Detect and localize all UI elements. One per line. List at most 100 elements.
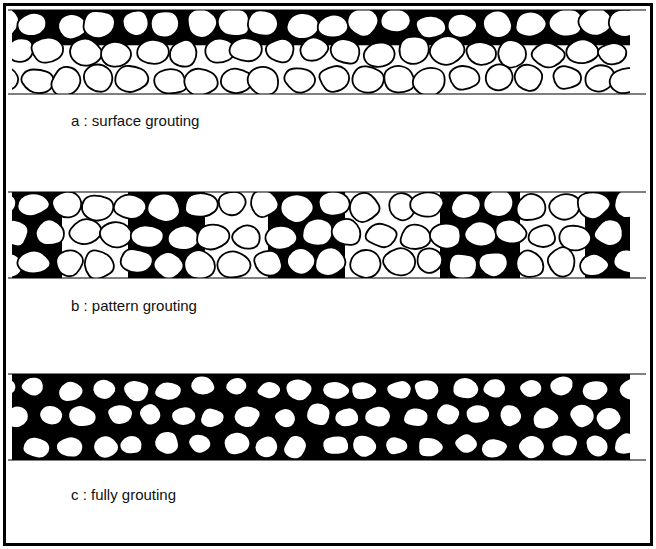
- stone: [500, 404, 522, 427]
- stone: [100, 222, 132, 247]
- stone: [347, 10, 378, 37]
- stone: [185, 193, 218, 217]
- stone: [248, 67, 278, 94]
- stone: [218, 10, 250, 36]
- stone: [287, 13, 319, 39]
- stone: [609, 10, 630, 37]
- stone: [483, 378, 506, 398]
- stone: [467, 42, 496, 65]
- stone: [265, 226, 297, 250]
- stone: [610, 68, 630, 93]
- stone: [383, 248, 415, 275]
- stone: [171, 406, 196, 425]
- stone: [553, 66, 581, 89]
- stone: [12, 193, 16, 216]
- stone: [224, 432, 251, 455]
- stone: [580, 254, 609, 276]
- stone: [154, 431, 179, 455]
- stone: [351, 381, 377, 400]
- stone: [464, 221, 496, 246]
- stone: [85, 250, 114, 278]
- stone: [300, 37, 328, 60]
- stone: [418, 248, 443, 272]
- stone: [319, 192, 350, 216]
- stone: [151, 11, 179, 37]
- stone: [486, 64, 513, 90]
- stone: [170, 40, 196, 67]
- stone: [251, 192, 278, 217]
- stone: [23, 437, 51, 459]
- stone: [410, 192, 443, 216]
- stone: [283, 435, 307, 459]
- stone: [188, 434, 211, 454]
- stone: [139, 403, 161, 425]
- stone: [17, 13, 46, 36]
- stone: [596, 407, 622, 430]
- stone: [481, 438, 508, 458]
- stone: [306, 403, 330, 426]
- stone: [51, 67, 80, 94]
- stone: [551, 435, 578, 457]
- stone-layer: [12, 374, 630, 460]
- stone: [479, 252, 508, 277]
- stone: [58, 381, 83, 402]
- stone: [188, 10, 217, 38]
- stone: [483, 11, 512, 38]
- stone: [230, 38, 262, 61]
- stone: [83, 11, 114, 38]
- stone: [184, 250, 215, 278]
- stone: [287, 248, 315, 274]
- stone: [248, 10, 278, 35]
- stone: [12, 66, 18, 90]
- stone: [401, 225, 431, 249]
- stone: [519, 379, 542, 398]
- stone: [68, 405, 96, 427]
- stone: [121, 249, 153, 273]
- layer-boundary: [8, 93, 646, 94]
- stone: [266, 39, 294, 63]
- stone: [614, 432, 630, 454]
- stone: [255, 435, 279, 458]
- stone: [319, 66, 349, 92]
- stone: [548, 247, 575, 276]
- stone: [69, 219, 101, 244]
- stone: [352, 435, 377, 458]
- stone: [17, 251, 50, 274]
- stone: [331, 39, 360, 64]
- stone: [517, 194, 546, 220]
- stone: [418, 437, 444, 457]
- stone: [566, 39, 598, 63]
- stone: [154, 382, 181, 401]
- stone: [52, 192, 81, 217]
- stone: [416, 16, 446, 38]
- stone: [533, 407, 560, 430]
- stone: [495, 220, 526, 244]
- stone: [598, 43, 626, 64]
- stone: [352, 66, 383, 92]
- stone: [549, 10, 583, 36]
- stone: [384, 66, 414, 92]
- stone: [381, 10, 411, 32]
- stone: [594, 219, 623, 246]
- stone: [350, 193, 380, 222]
- stone: [225, 377, 247, 395]
- stone: [56, 250, 83, 276]
- stone: [318, 15, 349, 38]
- stone: [120, 435, 143, 454]
- stone: [430, 224, 461, 249]
- stone: [586, 435, 609, 458]
- stone: [115, 66, 148, 92]
- stone: [302, 219, 332, 246]
- stone: [123, 11, 149, 36]
- stone: [532, 43, 565, 68]
- stone: [498, 40, 526, 67]
- stone: [334, 407, 359, 427]
- stone: [315, 247, 345, 276]
- stone: [12, 406, 29, 428]
- stone: [414, 379, 440, 400]
- panel-caption: a : surface grouting: [68, 112, 202, 129]
- layer-boundary: [8, 373, 646, 374]
- stone: [70, 39, 102, 66]
- stone: [107, 404, 133, 425]
